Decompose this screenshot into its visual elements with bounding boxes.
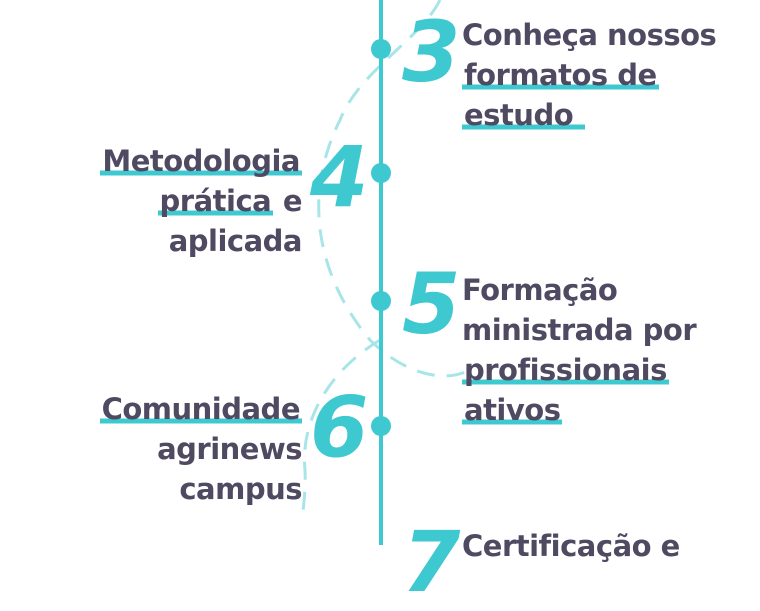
text-line: Formação [462,273,618,307]
timeline-dot [371,39,391,59]
step-number-4: 4 [310,128,369,226]
step-number-7: 7 [402,513,461,611]
timeline-line [379,0,383,545]
step-number-5: 5 [402,255,461,353]
text-line: ministrada por [462,313,697,347]
highlight-text: Comunidade [99,392,302,426]
highlight-text: prática [157,184,274,218]
highlight-text: profissionais [462,353,669,387]
highlight-text: estudo [462,98,586,132]
step-3-text: Conheça nossos formatos de estudo [462,15,717,135]
highlight-text: Metodologia [100,144,302,178]
text-line: agrinews [157,432,302,466]
step-6-text: Comunidade agrinews campus [99,389,303,509]
step-number-3: 3 [402,3,461,101]
text-line: Certificação e [462,529,680,563]
step-number-6: 6 [310,378,369,476]
timeline-dot [371,163,391,183]
dashed-path [300,0,471,521]
text-line: e [273,184,303,218]
step-5-text: Formação ministrada por profissionais at… [462,270,697,430]
text-line: campus [179,472,302,506]
timeline-dot [371,416,391,436]
highlight-text: ativos [462,393,563,427]
highlight-text: formatos de [462,58,659,92]
text-line: aplicada [168,224,303,258]
text-line: Conheça nossos [462,18,717,52]
timeline-dot [371,291,391,311]
step-4-text: Metodologia prática e aplicada [100,141,302,261]
step-7-text: Certificação e [462,526,680,566]
